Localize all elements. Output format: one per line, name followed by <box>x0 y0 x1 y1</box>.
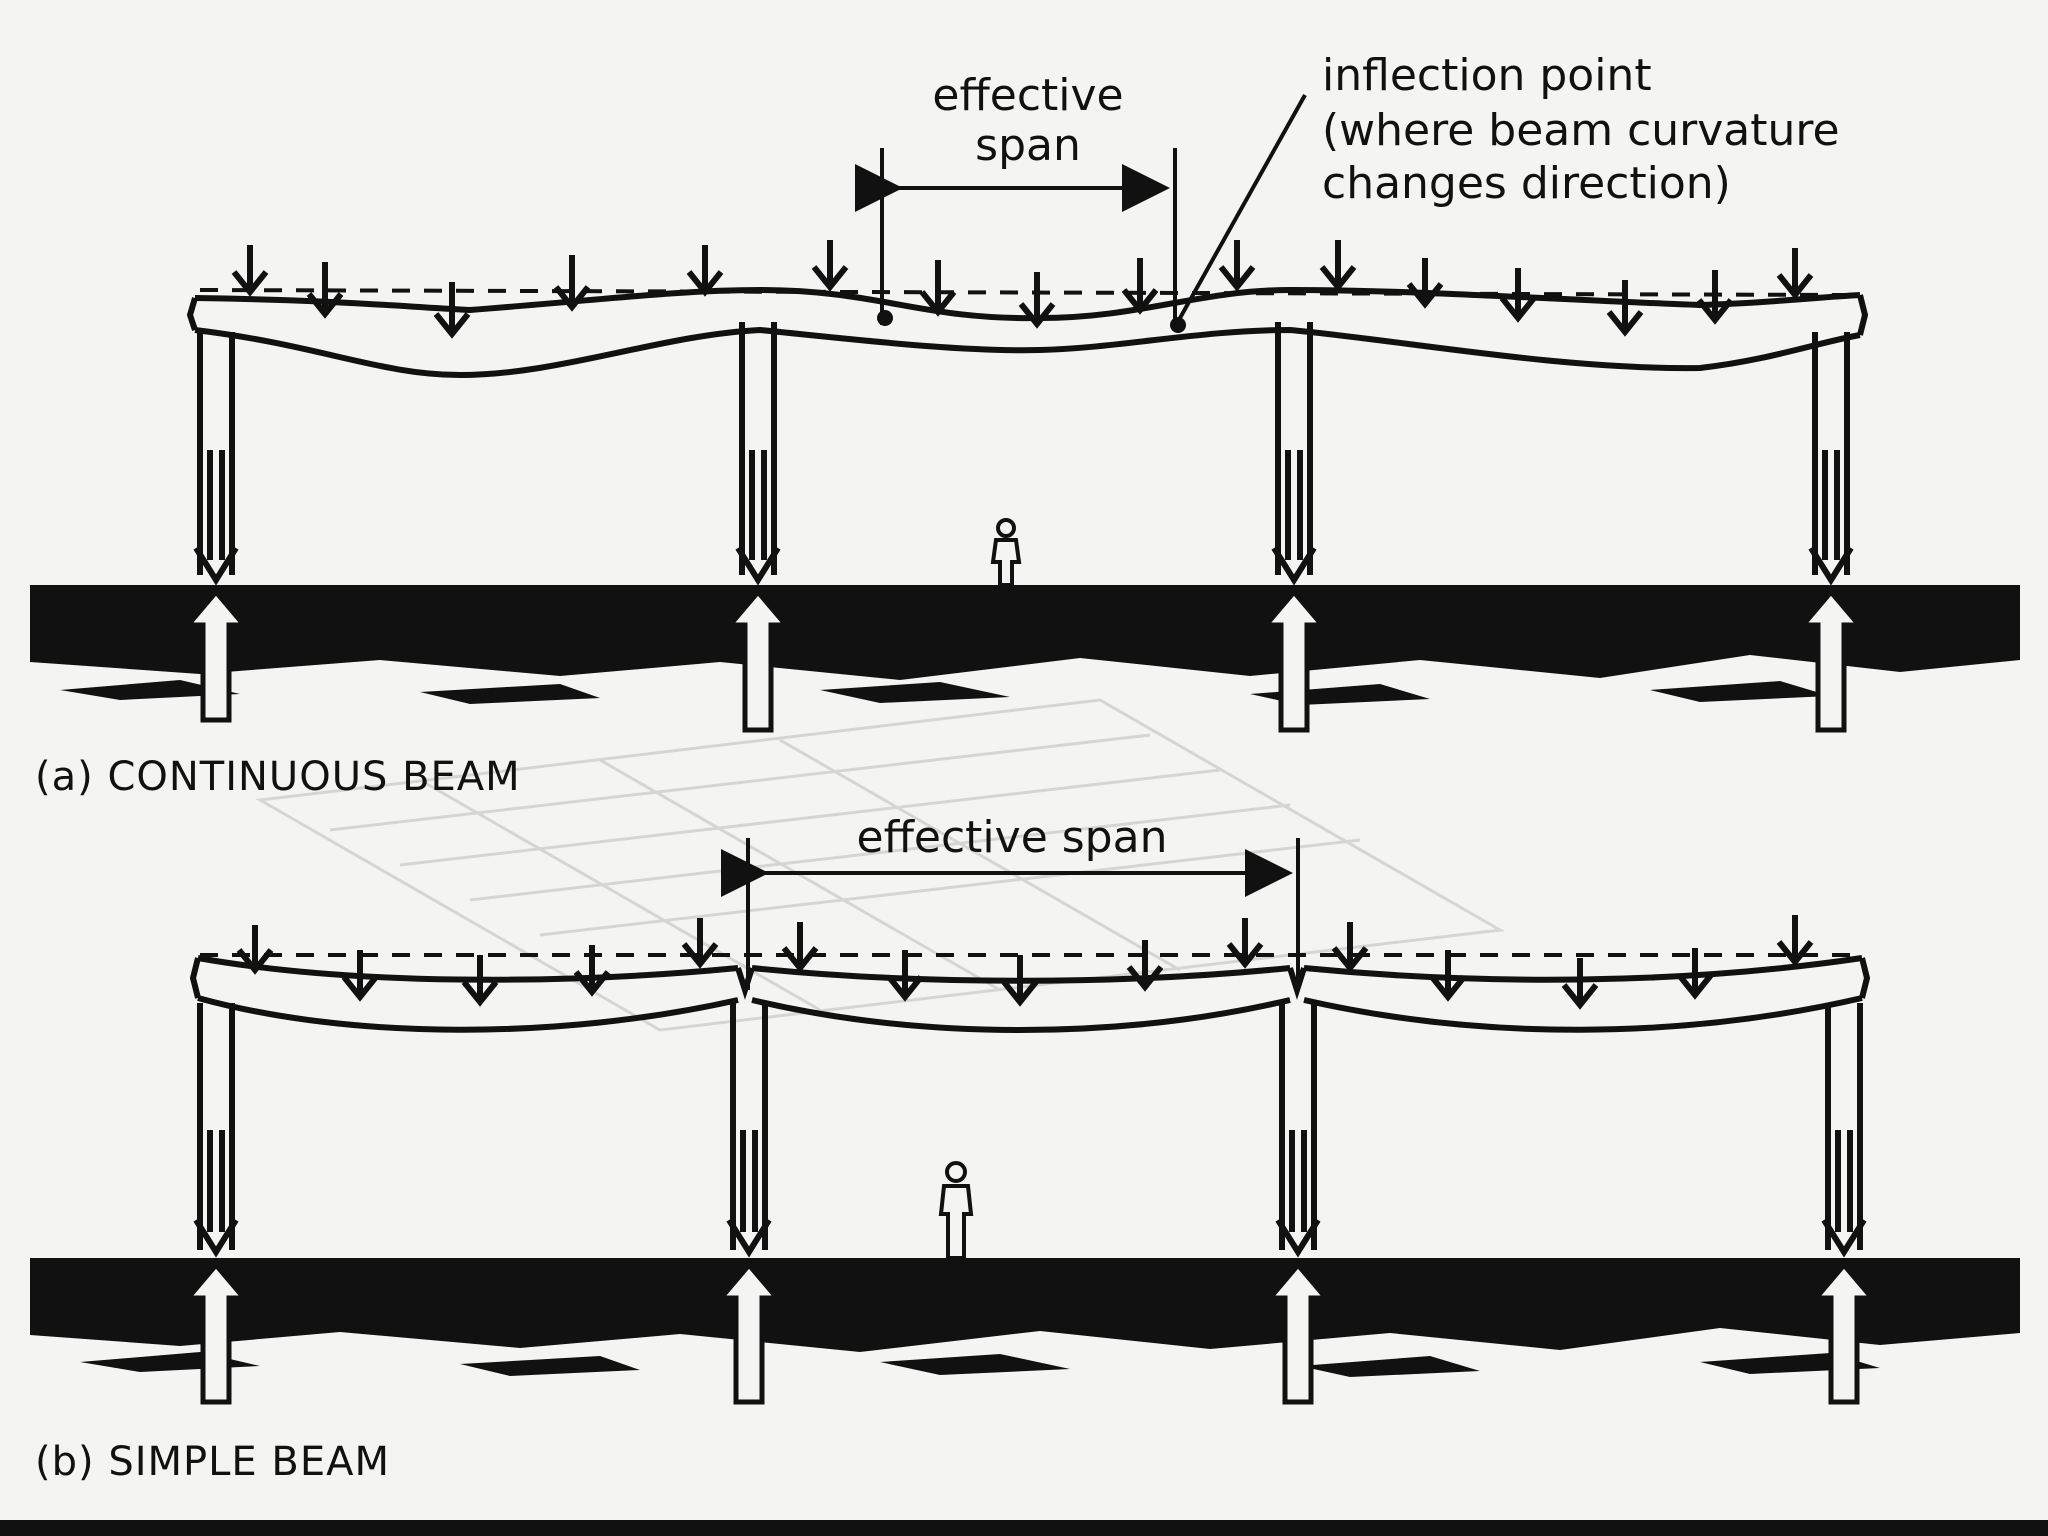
caption-simple-beam: (b) SIMPLE BEAM <box>35 1439 390 1485</box>
human-figure-b <box>938 1161 974 1260</box>
effective-span-label-b: effective span <box>857 812 1168 863</box>
effective-span-label-line1: effective <box>932 70 1123 121</box>
continuous-beam <box>186 286 1869 379</box>
load-line-a <box>199 288 1851 297</box>
columns-a <box>197 322 1850 575</box>
effective-span-dimension-a <box>855 148 1177 325</box>
column-load-arrows-b <box>193 1130 1867 1258</box>
human-figure-a <box>990 518 1022 587</box>
ground-slab <box>30 585 2020 643</box>
caption-continuous-beam: (a) CONTINUOUS BEAM <box>35 754 521 800</box>
reaction-arrows-a <box>182 588 1865 733</box>
continuous-beam-section: effective span inflection point (where b… <box>30 50 2020 800</box>
column-load-arrows-a <box>193 450 1854 586</box>
reaction-arrows-b <box>182 1261 1878 1405</box>
soil-texture-b <box>30 1316 2020 1377</box>
inflection-label-line3: changes direction) <box>1322 158 1731 209</box>
columns-b <box>197 1003 1863 1250</box>
ground-slab-b <box>30 1258 2020 1316</box>
effective-span-label-line2: span <box>975 120 1081 171</box>
effective-span-dimension-b <box>721 838 1300 990</box>
inflection-label-line2: (where beam curvature <box>1322 105 1840 156</box>
inflection-leader <box>1178 94 1307 319</box>
distributed-load-arrows-a <box>231 240 1814 339</box>
bottom-border <box>0 1520 2048 1536</box>
distributed-load-arrows-b <box>236 915 1814 1010</box>
inflection-label-line1: inflection point <box>1322 50 1652 101</box>
soil-texture <box>30 643 2020 705</box>
inflection-points <box>877 310 1186 333</box>
simple-beam-section: effective span (b) SIMPLE BEAM <box>30 812 2020 1485</box>
